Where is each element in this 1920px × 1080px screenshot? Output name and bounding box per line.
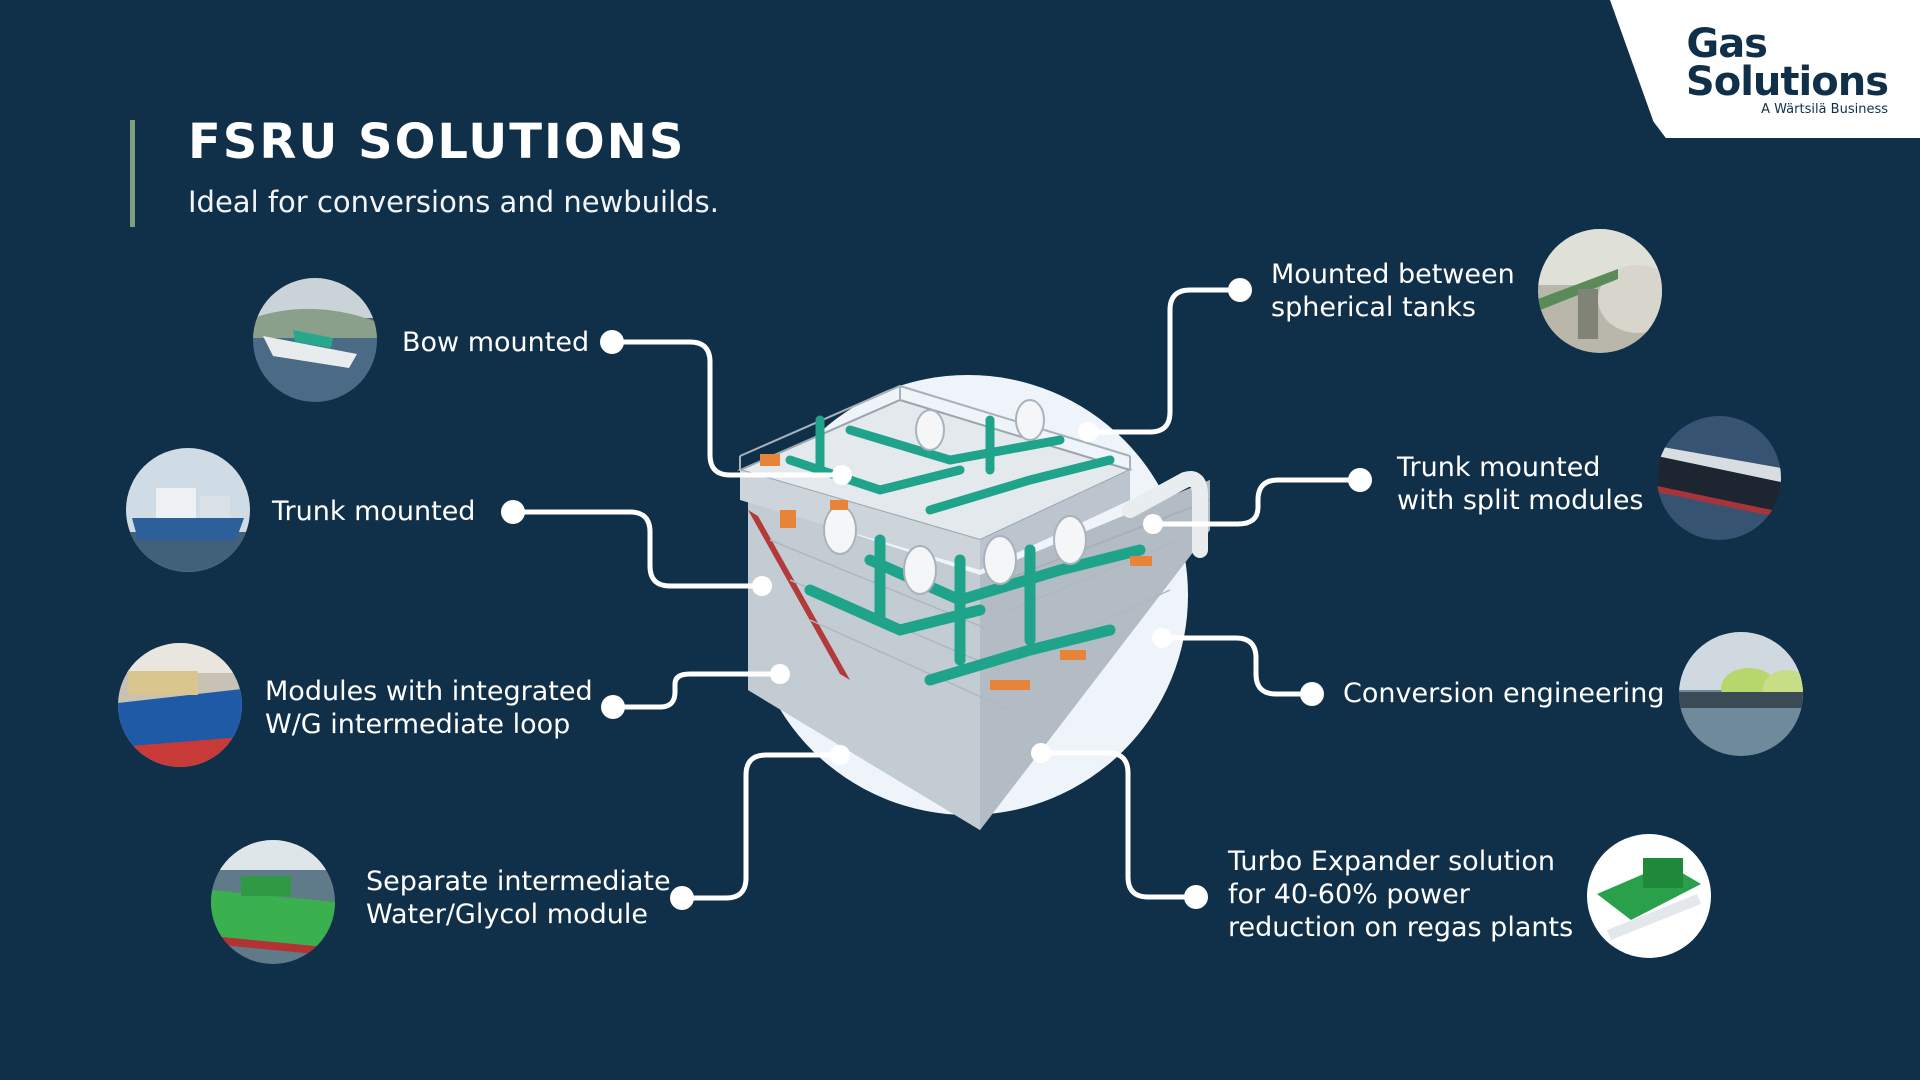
page-subtitle: Ideal for conversions and newbuilds.	[188, 185, 719, 219]
thumb-modules-integrated	[118, 643, 242, 767]
thumb-trunk-split	[1657, 416, 1781, 540]
label-bow-mounted: Bow mounted	[402, 327, 590, 358]
label-turbo-expander: Turbo Expander solution for 40-60% power…	[1228, 846, 1574, 943]
thumb-trunk-mounted	[126, 448, 250, 572]
regas-module-illustration	[737, 384, 1210, 830]
thumb-separate-module	[211, 840, 335, 964]
thumb-bow-mounted	[253, 278, 377, 402]
logo-text-solutions: Solutions	[1685, 59, 1889, 105]
thumb-conversion	[1679, 632, 1803, 756]
logo-panel: Gas Solutions A Wärtsilä Business	[1610, 0, 1920, 138]
thumb-between-tanks	[1538, 229, 1662, 353]
label-modules-integrated: Modules with integrated W/G intermediate…	[265, 676, 593, 740]
label-trunk-mounted: Trunk mounted	[272, 496, 476, 527]
title-accent-bar	[130, 120, 135, 227]
thumb-turbo-expander	[1587, 834, 1711, 958]
logo-text-gas: Gas	[1686, 21, 1768, 67]
page-title: FSRU SOLUTIONS	[188, 114, 686, 170]
label-conversion: Conversion engineering	[1343, 678, 1665, 709]
label-separate-module: Separate intermediate Water/Glycol modul…	[366, 866, 671, 930]
logo-tagline: A Wärtsilä Business	[1761, 102, 1888, 117]
label-between-tanks: Mounted between spherical tanks	[1271, 259, 1515, 323]
label-trunk-split: Trunk mounted with split modules	[1397, 452, 1644, 516]
